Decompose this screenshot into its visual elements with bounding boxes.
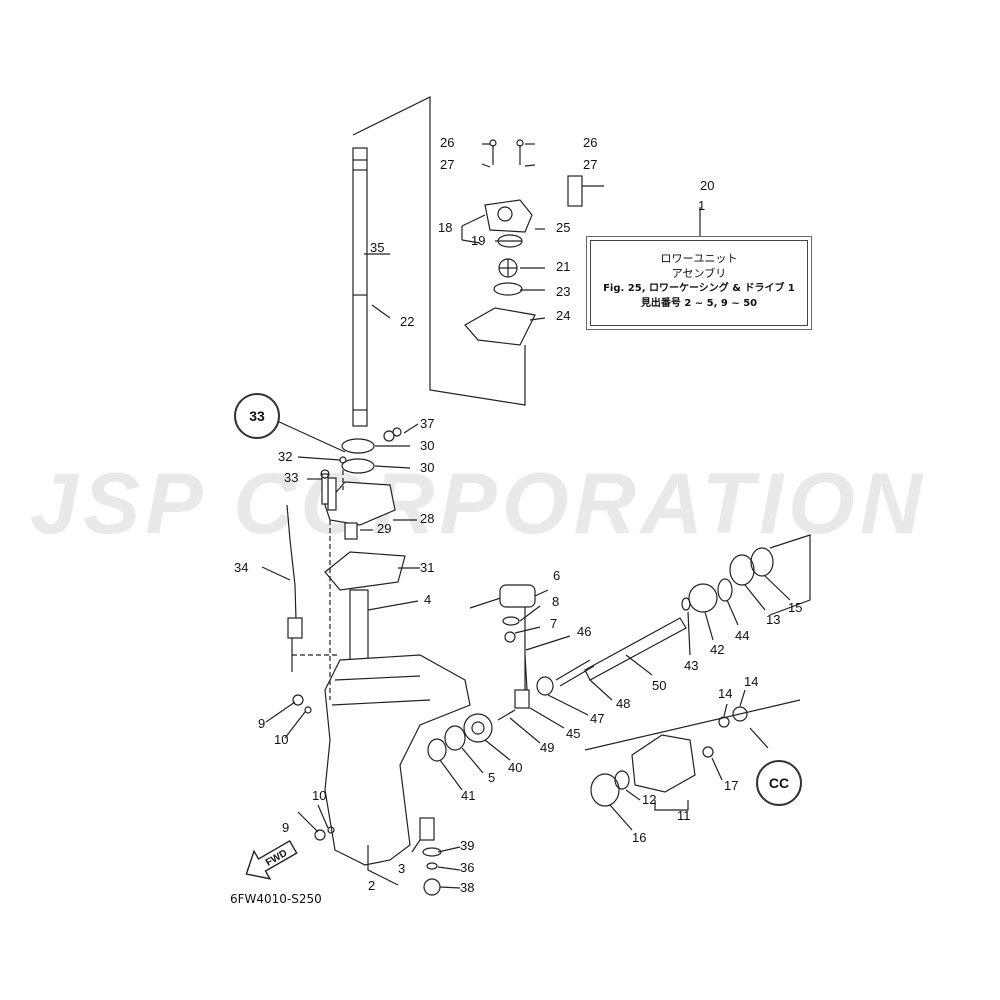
callout-number: 24 [556,308,570,323]
lower-casing [324,654,471,866]
callout-number: 47 [590,711,604,726]
callout-number: 31 [420,560,434,575]
legend-line-1: ロワーユニット [660,252,738,265]
callout-number: 29 [377,521,391,536]
callout-number: 17 [724,778,738,793]
callout-number: 3 [398,861,405,876]
propeller-shaft [584,617,687,681]
callout-number: 37 [420,416,434,431]
lower-right-boundary-line [584,699,801,751]
callout-number: 9 [258,716,265,731]
callout-number: 18 [438,220,452,235]
callout-number: 14 [718,686,732,701]
callout-number: 46 [577,624,591,639]
badge-upper-icon: 33 [234,393,280,439]
callout-number: 8 [552,594,559,609]
fwd-label: FWD [264,848,289,869]
callout-number: 26 [440,135,454,150]
callout-number: 25 [556,220,570,235]
callout-number: 45 [566,726,580,741]
callout-number: 50 [652,678,666,693]
callout-number: 6 [553,568,560,583]
callout-number: 44 [735,628,749,643]
callout-number: 19 [471,233,485,248]
callout-number: 22 [400,314,414,329]
gear-boundary-line [769,534,811,616]
water-pump-housing [484,199,533,233]
callout-number: 26 [583,135,597,150]
callout-number: 39 [460,838,474,853]
legend-line-4: 見出番号 2 ~ 5, 9 ~ 50 [640,298,758,309]
outer-plate [464,307,536,346]
badge-upper-label: 33 [249,408,265,424]
upper-boundary-line [352,96,526,406]
callout-number: 20 [700,178,714,193]
callout-number: 16 [632,830,646,845]
callout-number: 10 [312,788,326,803]
callout-number: 41 [461,788,475,803]
callout-number: 14 [744,674,758,689]
callout-number: 4 [424,592,431,607]
callout-number: 40 [508,760,522,775]
callout-number: 30 [420,460,434,475]
callout-number: 48 [616,696,630,711]
badge-lower-icon: CC [756,760,802,806]
callout-number: 13 [766,612,780,627]
callout-number: 42 [710,642,724,657]
forward-gear [463,713,493,743]
callout-number: 34 [234,560,248,575]
reverse-gear [688,583,718,613]
shift-rod [286,504,297,621]
callout-number: 12 [642,792,656,807]
callout-number: 36 [460,860,474,875]
spring [555,659,595,687]
legend-box: ロワーユニット アセンブリ Fig. 25, ロワーケーシング & ドライブ 1… [590,240,808,326]
callout-number: 1 [698,198,705,213]
callout-number: 5 [488,770,495,785]
callout-number: 27 [583,157,597,172]
callout-number: 28 [420,511,434,526]
callout-number: 9 [282,820,289,835]
callout-number: 7 [550,616,557,631]
callout-number: 11 [677,808,691,823]
diagram-code: 6FW4010-S250 [230,892,322,906]
callout-number: 2 [368,878,375,893]
callout-number: 30 [420,438,434,453]
anode [499,584,536,608]
callout-number: 38 [460,880,474,895]
callout-number: 49 [540,740,554,755]
callout-number: 27 [440,157,454,172]
callout-number: 33 [284,470,298,485]
callout-number: 21 [556,259,570,274]
callout-number: 35 [370,240,384,255]
callout-number: 32 [278,449,292,464]
callout-number: 10 [274,732,288,747]
callout-number: 15 [788,600,802,615]
badge-lower-label: CC [768,775,790,791]
water-tube [567,175,583,207]
legend-line-2: アセンブリ [671,267,727,280]
propeller-shaft-housing [631,734,696,793]
callout-number: 23 [556,284,570,299]
callout-number: 43 [684,658,698,673]
legend-line-3: Fig. 25, ロワーケーシング & ドライブ 1 [603,283,795,294]
drive-shaft [352,147,368,427]
gasket [324,551,406,591]
fwd-arrow: FWD [245,839,298,880]
